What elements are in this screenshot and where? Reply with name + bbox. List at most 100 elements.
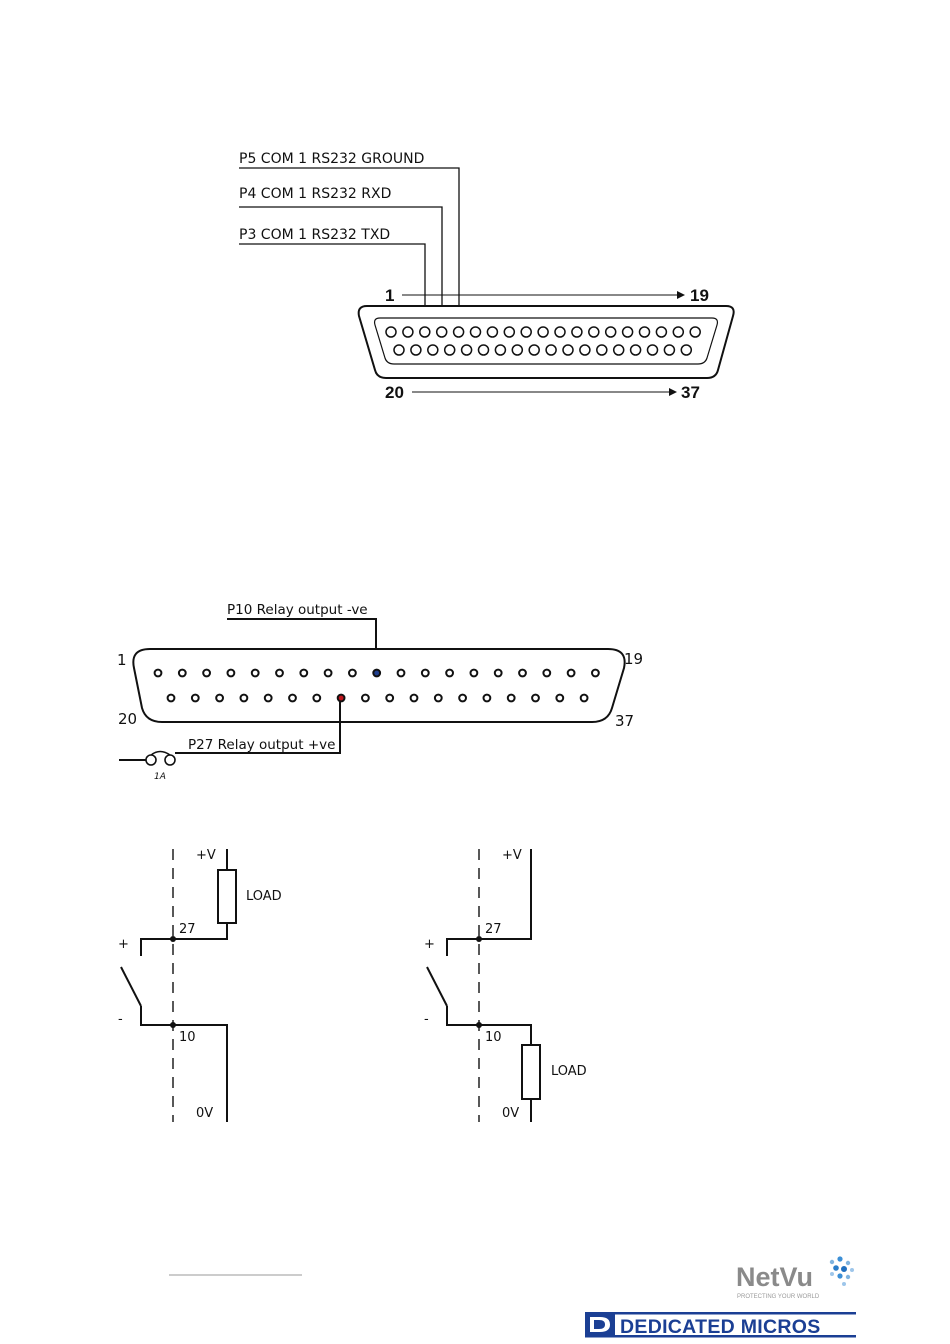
connector-shell-inner	[375, 318, 718, 364]
pin-24	[265, 695, 272, 702]
load-label-right: LOAD	[551, 1064, 587, 1079]
pin-29	[546, 345, 556, 355]
dm-brand-text: DEDICATED MICROS	[620, 1316, 821, 1338]
pin-19	[592, 670, 599, 677]
pin27-label-right: 27	[485, 922, 502, 937]
pin-25	[479, 345, 489, 355]
pin-5	[252, 670, 259, 677]
pin4-label: P4 COM 1 RS232 RXD	[239, 186, 391, 202]
pin-31	[580, 345, 590, 355]
pin-15	[495, 670, 502, 677]
fuse-label: 1A	[154, 772, 166, 782]
pin5-label: P5 COM 1 RS232 GROUND	[239, 151, 424, 167]
pin-10	[373, 670, 380, 677]
pin-9	[349, 670, 356, 677]
pin-top-start: 1	[385, 286, 394, 305]
pin-bottom-end-2: 37	[615, 712, 634, 730]
pin-22	[428, 345, 438, 355]
pin3-label: P3 COM 1 RS232 TXD	[239, 227, 390, 243]
switch-icon	[427, 967, 447, 1006]
pin-16	[640, 327, 650, 337]
relay-connector-diagram: P10 Relay output -ve 1 19 20 37 P27 Rela…	[117, 602, 643, 782]
fuse-icon	[146, 752, 175, 766]
pin-32	[597, 345, 607, 355]
pin-32	[459, 695, 466, 702]
pin-bottom-start-2: 20	[118, 710, 137, 728]
pin-bottom-end: 37	[681, 383, 700, 402]
plus-label-left: +	[118, 937, 129, 952]
junction-10	[170, 1022, 176, 1028]
pin-2	[179, 670, 186, 677]
pin-26	[313, 695, 320, 702]
dedicated-micros-logo: DEDICATED MICROS	[585, 1312, 856, 1338]
pin-10	[538, 327, 548, 337]
pin-6	[276, 670, 283, 677]
pin-15	[623, 327, 633, 337]
pin-28	[362, 695, 369, 702]
pin-34	[508, 695, 515, 702]
pin-23	[445, 345, 455, 355]
pin-23	[241, 695, 248, 702]
pin-1	[155, 670, 162, 677]
pin-35	[532, 695, 539, 702]
pin-33	[614, 345, 624, 355]
connector-shell	[133, 649, 624, 722]
pin10-label-right: 10	[485, 1030, 502, 1045]
load-resistor-icon	[218, 870, 236, 923]
pin-13	[446, 670, 453, 677]
pin-5	[454, 327, 464, 337]
pin-1	[386, 327, 396, 337]
pin-11	[398, 670, 405, 677]
pin-21	[411, 345, 421, 355]
pin-33	[484, 695, 491, 702]
pin-30	[411, 695, 418, 702]
pin-36	[556, 695, 563, 702]
load-label-left: LOAD	[246, 889, 282, 904]
pin-20	[394, 345, 404, 355]
pin-27	[338, 695, 345, 702]
pin-21	[192, 695, 199, 702]
netvu-brand-text: NetVu	[736, 1262, 813, 1292]
pin-top-end-2: 19	[624, 650, 643, 668]
pin-7	[300, 670, 307, 677]
pin-34	[631, 345, 641, 355]
pin27-label-left: 27	[179, 922, 196, 937]
netvu-tagline: PROTECTING YOUR WORLD	[737, 1294, 820, 1300]
switch-icon	[121, 967, 141, 1006]
pin-16	[519, 670, 526, 677]
load-resistor-icon	[522, 1045, 540, 1099]
pin-31	[435, 695, 442, 702]
pin-bottom-start: 20	[385, 383, 404, 402]
pin-3	[420, 327, 430, 337]
pin-7	[487, 327, 497, 337]
supply-label-left: +V	[196, 848, 216, 863]
pin10-label: P10 Relay output -ve	[227, 602, 368, 618]
pin-8	[504, 327, 514, 337]
pin-28	[529, 345, 539, 355]
pin-18	[673, 327, 683, 337]
pin-4	[437, 327, 447, 337]
pin-top-start-2: 1	[117, 651, 127, 669]
pin-29	[386, 695, 393, 702]
pin-2	[403, 327, 413, 337]
minus-label-left: -	[118, 1012, 123, 1027]
pin-20	[168, 695, 175, 702]
pin-3	[203, 670, 210, 677]
pin-26	[495, 345, 505, 355]
pin-8	[325, 670, 332, 677]
pin-14	[471, 670, 478, 677]
netvu-logo: NetVu PROTECTING YOUR WORLD	[736, 1256, 854, 1300]
junction-10	[476, 1022, 482, 1028]
pin-12	[572, 327, 582, 337]
circuit-right	[427, 849, 540, 1122]
pin-24	[462, 345, 472, 355]
ground-label-left: 0V	[196, 1106, 213, 1121]
pin-19	[690, 327, 700, 337]
plus-label-right: +	[424, 937, 435, 952]
junction-27	[476, 936, 482, 942]
pin-17	[656, 327, 666, 337]
pin-17	[543, 670, 550, 677]
pin-18	[568, 670, 575, 677]
ground-label-right: 0V	[502, 1106, 519, 1121]
